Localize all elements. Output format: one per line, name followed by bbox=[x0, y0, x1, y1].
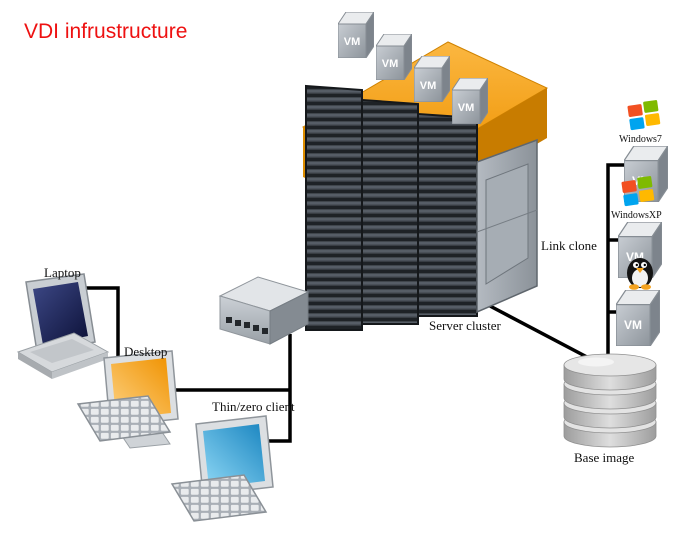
laptop-base-edge-right bbox=[52, 352, 108, 379]
label-windowsxp: WindowsXP bbox=[611, 210, 662, 221]
vm-label: VM bbox=[420, 80, 437, 92]
network-switch bbox=[218, 276, 310, 345]
desktop-pc bbox=[76, 350, 179, 449]
server-rack-1 bbox=[305, 84, 363, 331]
thin-client-keyboard bbox=[170, 474, 268, 522]
desktop-keyboard bbox=[76, 395, 172, 442]
vm-label: VM bbox=[382, 58, 399, 70]
vm-cube bbox=[414, 56, 450, 102]
side-panel-door bbox=[485, 163, 529, 285]
label-base-image: Base image bbox=[574, 450, 635, 465]
label-windows7: Windows7 bbox=[619, 134, 662, 145]
laptop-keyboard-area bbox=[30, 339, 94, 363]
vm-cube bbox=[376, 34, 412, 80]
windows-logo-icon bbox=[627, 100, 661, 131]
diagram-title: VDI infrustructure bbox=[24, 20, 188, 43]
laptop bbox=[16, 273, 110, 379]
server-rack-2 bbox=[361, 98, 419, 325]
line-baseimage-to-windows7 bbox=[606, 163, 626, 363]
connector-lines bbox=[62, 163, 626, 443]
line-trunk-switch-to-thinclient bbox=[268, 334, 292, 443]
server-cluster bbox=[301, 41, 549, 331]
thin-client bbox=[170, 415, 274, 522]
disk-highlight bbox=[578, 357, 614, 367]
label-laptop: Laptop bbox=[44, 265, 81, 280]
disk-icon bbox=[563, 353, 657, 391]
switch-ports bbox=[226, 317, 268, 334]
label-link-clone: Link clone bbox=[541, 238, 597, 253]
vm-cube bbox=[452, 78, 488, 124]
vm-cubes-row: VM VM VM VM bbox=[338, 12, 488, 124]
vm-label: VM bbox=[458, 102, 475, 114]
laptop-base-edge-left bbox=[18, 352, 52, 379]
thin-client-screen bbox=[203, 424, 265, 488]
clone-vm-linux: VM bbox=[616, 258, 660, 346]
vm-cube bbox=[338, 12, 374, 58]
base-image-stack bbox=[563, 353, 657, 448]
vm-label: VM bbox=[344, 36, 361, 48]
label-thin-client: Thin/zero client bbox=[212, 399, 295, 414]
laptop-screen bbox=[33, 282, 88, 345]
server-rack-3 bbox=[417, 112, 478, 317]
side-panel-seam bbox=[476, 209, 538, 233]
label-desktop: Desktop bbox=[124, 344, 168, 359]
vm-label: VM bbox=[624, 318, 642, 332]
label-server-cluster: Server cluster bbox=[429, 318, 501, 333]
switch-right-face bbox=[269, 291, 309, 345]
penguin-icon bbox=[627, 258, 653, 290]
